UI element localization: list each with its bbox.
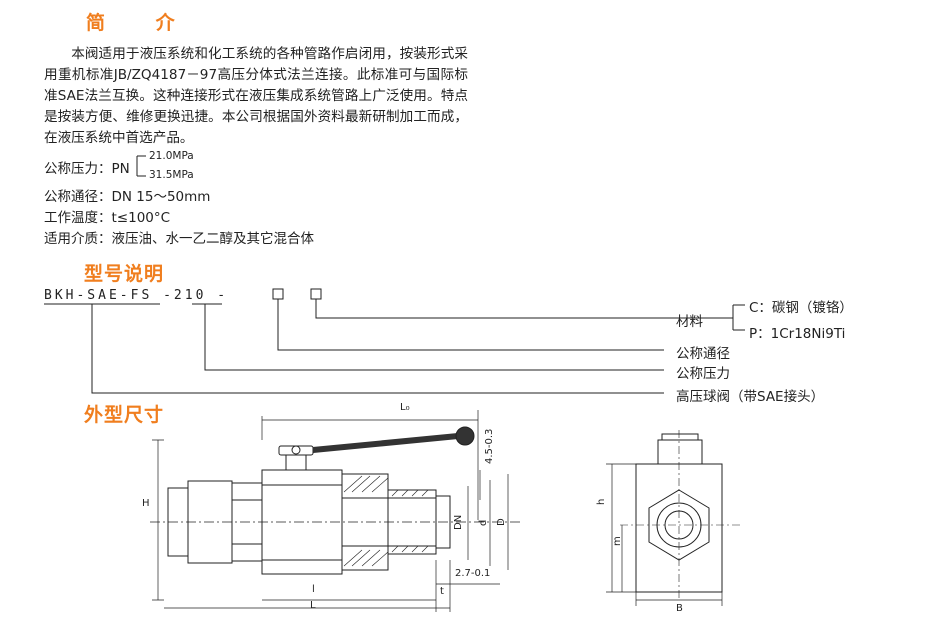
- dim-d-small: d: [478, 519, 489, 526]
- dim-l-large: L: [310, 600, 316, 611]
- dim-l-small: l: [312, 584, 315, 595]
- dimensions-heading: 外型尺寸: [84, 404, 165, 426]
- dim-h: H: [142, 498, 150, 509]
- intro-paragraph: 本阀适用于液压系统和化工系统的各种管路作启闭用，按装形式采用重机标准JB/ZQ4…: [44, 46, 468, 146]
- spec-medium: 适用介质：液压油、水一乙二醇及其它混合体: [44, 231, 314, 247]
- intro-heading: 简 介: [86, 12, 197, 34]
- nominal-diameter-label: 公称通径: [676, 346, 730, 362]
- box-material: [310, 288, 322, 300]
- spec-diameter: 公称通径：DN 15～50mm: [44, 189, 211, 205]
- material-c: C：碳钢（镀铬）: [749, 300, 853, 316]
- material-label: 材料: [676, 314, 703, 330]
- dim-end-b: B: [676, 603, 683, 614]
- dim-gap: 2.7-0.1: [455, 568, 491, 579]
- product-name-label: 高压球阀（带SAE接头）: [676, 389, 825, 405]
- dim-l0: L₀: [400, 402, 410, 413]
- model-heading: 型号说明: [84, 263, 165, 285]
- pressure-option-2: 31.5MPa: [149, 169, 194, 181]
- dim-offset: 4.5-0.3: [484, 428, 495, 464]
- box-diameter: [272, 288, 284, 300]
- model-code: BKH-SAE-FS -210 -: [44, 288, 229, 303]
- dim-dn: DN: [453, 514, 464, 530]
- dim-t: t: [440, 586, 444, 597]
- nominal-pressure-label: 公称压力: [676, 366, 730, 382]
- spec-pressure: 公称压力：PN: [44, 161, 130, 177]
- material-p: P：1Cr18Ni9Ti: [749, 326, 846, 342]
- dim-end-m: m: [612, 536, 623, 546]
- pressure-option-1: 21.0MPa: [149, 150, 194, 162]
- dim-d-large: D: [496, 518, 507, 526]
- dim-end-h: h: [596, 498, 607, 505]
- spec-temperature: 工作温度：t≤100°C: [44, 210, 171, 226]
